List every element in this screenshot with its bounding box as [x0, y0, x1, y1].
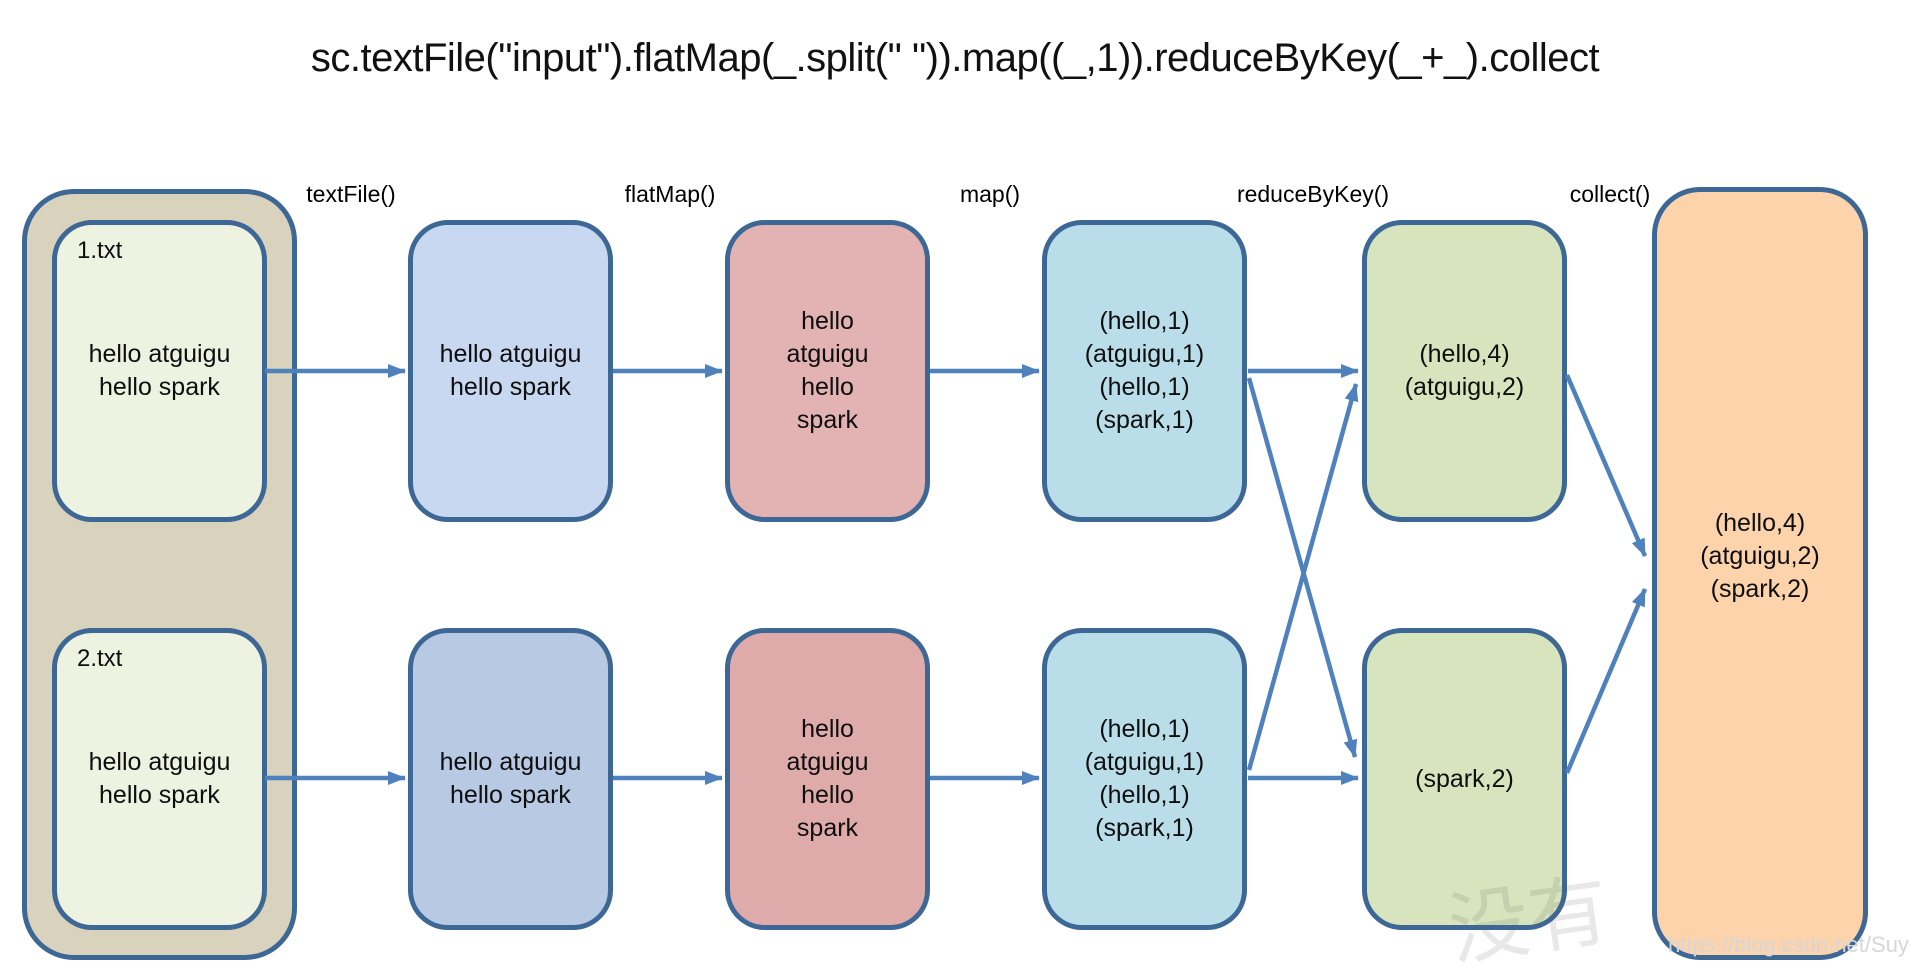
stage-label-textfile: textFile() — [306, 181, 396, 207]
flatmap-partition-2: hello atguigu hello spark — [725, 628, 930, 930]
input-file-box-2: 2.txt hello atguigu hello spark — [52, 628, 267, 930]
partition-content: (spark,2) — [1415, 764, 1514, 793]
map-partition-2: (hello,1) (atguigu,1) (hello,1) (spark,1… — [1042, 628, 1247, 930]
file-name-label: 2.txt — [77, 645, 123, 672]
reducebykey-partition-1: (hello,4) (atguigu,2) — [1362, 220, 1567, 522]
file-content: hello atguigu hello spark — [88, 340, 231, 401]
arrow-map1-to-reduce2-shuffle — [1246, 377, 1358, 758]
reducebykey-partition-2: (spark,2) — [1362, 628, 1567, 930]
stage-label-collect: collect() — [1569, 181, 1651, 207]
partition-content: hello atguigu hello spark — [439, 748, 582, 809]
partition-content: (hello,1) (atguigu,1) (hello,1) (spark,1… — [1084, 715, 1205, 842]
map-partition-1: (hello,1) (atguigu,1) (hello,1) (spark,1… — [1042, 220, 1247, 522]
stage-label-flatmap: flatMap() — [624, 181, 716, 207]
arrow-reduce1-to-collect — [1564, 374, 1648, 557]
textfile-partition-2: hello atguigu hello spark — [408, 628, 613, 930]
stage-label-reducebykey: reduceByKey() — [1236, 181, 1390, 207]
file-name-label: 1.txt — [77, 237, 123, 264]
arrow-map2-to-reduce1-shuffle — [1246, 383, 1359, 771]
diagram-title: sc.textFile("input").flatMap(_.split(" "… — [310, 36, 1600, 80]
arrow-reduce2-to-collect — [1564, 588, 1648, 774]
partition-content: hello atguigu hello spark — [439, 340, 582, 401]
partition-content: hello atguigu hello spark — [786, 715, 869, 842]
flatmap-partition-1: hello atguigu hello spark — [725, 220, 930, 522]
file-content: hello atguigu hello spark — [88, 748, 231, 809]
partition-content: hello atguigu hello spark — [786, 307, 869, 434]
collect-result-box: (hello,4) (atguigu,2) (spark,2) — [1652, 187, 1868, 960]
textfile-partition-1: hello atguigu hello spark — [408, 220, 613, 522]
stage-label-map: map() — [959, 181, 1021, 207]
partition-content: (hello,4) (atguigu,2) — [1404, 340, 1525, 401]
collect-result-content: (hello,4) (atguigu,2) (spark,2) — [1700, 509, 1820, 603]
partition-content: (hello,1) (atguigu,1) (hello,1) (spark,1… — [1084, 307, 1205, 434]
input-file-box-1: 1.txt hello atguigu hello spark — [52, 220, 267, 522]
